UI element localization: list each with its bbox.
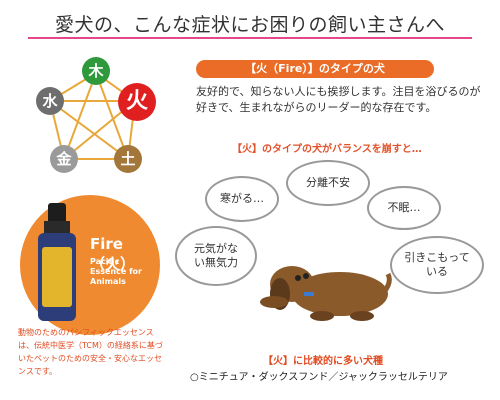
fire-type-description: 友好的で、知らない人にも挨拶します。注目を浴びるのが好きで、生まれながらのリーダ… — [196, 85, 481, 114]
title-underline — [28, 37, 472, 39]
five-elements-diagram: 木 火 水 金 土 — [22, 55, 172, 195]
dog-paw — [350, 311, 374, 321]
product-description: 動物のためのパシフィックエッセンスは、伝統中医学（TCM）の経絡系に基づいたペッ… — [18, 328, 163, 376]
symptom-bubble: 寒がる… — [205, 176, 279, 222]
dog-eye — [303, 273, 309, 279]
bottle-neck — [44, 221, 70, 233]
element-fire: 火 — [118, 83, 156, 121]
symptom-bubble: 不眠… — [367, 186, 441, 230]
element-metal: 金 — [50, 145, 78, 173]
imbalance-title: 【火】のタイプの犬がバランスを崩すと… — [232, 144, 422, 155]
symptom-bubble: 引きこもっている — [390, 236, 484, 294]
cycle-star — [46, 70, 138, 163]
bottle-label — [42, 247, 72, 307]
dachshund-illustration — [260, 266, 392, 321]
dog-tail — [382, 272, 392, 294]
product-name: Fire（火） — [90, 235, 136, 273]
dog-paw — [310, 311, 334, 321]
product-circle: Fire（火） Pacific Essence for Animals — [20, 195, 160, 335]
dog-collar — [304, 292, 314, 296]
symptom-bubble: 元気がない無気力 — [175, 226, 257, 286]
dog-snout — [260, 296, 288, 308]
dog-eye — [295, 275, 301, 281]
bottle-cap — [48, 203, 66, 223]
header: 愛犬の、こんな症状にお困りの飼い主さんへ — [0, 0, 500, 48]
breed-title: 【火】に比較的に多い犬種 — [263, 356, 383, 367]
fire-type-header: 【火（Fire）】のタイプの犬 — [196, 60, 434, 78]
page-title: 愛犬の、こんな症状にお困りの飼い主さんへ — [54, 14, 445, 36]
element-water: 水 — [36, 87, 64, 115]
element-wood: 木 — [82, 57, 110, 85]
element-earth: 土 — [114, 145, 142, 173]
breed-list: ○ミニチュア・ダックスフンド／ジャックラッセルテリア — [190, 372, 448, 383]
dog-body — [292, 272, 388, 316]
bottle-image — [34, 203, 80, 323]
product-subtitle: Pacific Essence for Animals — [90, 257, 142, 286]
symptom-bubble: 分離不安 — [286, 160, 370, 206]
